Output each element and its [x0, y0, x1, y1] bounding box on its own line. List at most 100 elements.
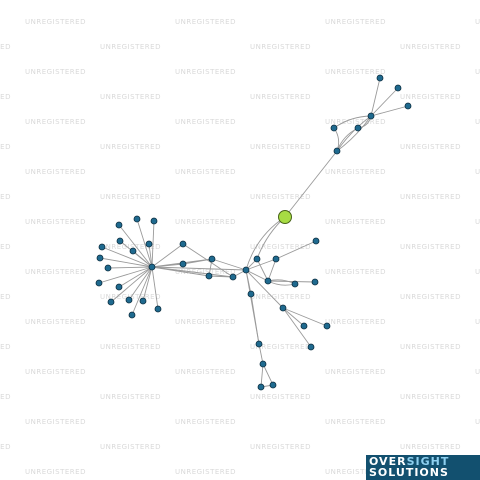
graph-edge: [370, 105, 409, 117]
watermark-text: UNREGISTERED: [0, 243, 11, 251]
graph-node[interactable]: [125, 296, 133, 304]
graph-node[interactable]: [98, 243, 106, 251]
graph-node[interactable]: [272, 255, 280, 263]
graph-node[interactable]: [247, 290, 255, 298]
watermark-text: UNREGISTERED: [100, 93, 161, 101]
watermark-text: UNREGISTERED: [475, 418, 480, 426]
graph-node[interactable]: [264, 277, 272, 285]
graph-node[interactable]: [291, 280, 299, 288]
watermark-text: UNREGISTERED: [400, 343, 461, 351]
watermark-text: UNREGISTERED: [25, 418, 86, 426]
graph-edge: [211, 258, 247, 271]
edges-group: [98, 77, 409, 388]
watermark-text: UNREGISTERED: [175, 68, 236, 76]
graph-node[interactable]: [115, 221, 123, 229]
watermark-text: UNREGISTERED: [0, 43, 11, 51]
graph-edge: [182, 243, 234, 278]
graph-edge: [245, 269, 269, 282]
graph-node[interactable]: [179, 240, 187, 248]
graph-node[interactable]: [376, 74, 384, 82]
graph-node[interactable]: [367, 112, 375, 120]
graph-edge: [136, 218, 153, 268]
graph-node[interactable]: [107, 298, 115, 306]
graph-edge: [336, 115, 372, 152]
watermark-text: UNREGISTERED: [250, 343, 311, 351]
graph-edge: [131, 266, 153, 316]
watermark-text: UNREGISTERED: [250, 193, 311, 201]
graph-edge: [151, 220, 155, 268]
focus-entity-node[interactable]: [278, 210, 292, 224]
graph-node[interactable]: [205, 272, 213, 280]
watermark-text: UNREGISTERED: [250, 393, 311, 401]
graph-node[interactable]: [154, 305, 162, 313]
watermark-text: UNREGISTERED: [175, 18, 236, 26]
graph-node[interactable]: [330, 124, 338, 132]
watermark-text: UNREGISTERED: [0, 93, 11, 101]
watermark-text: UNREGISTERED: [475, 318, 480, 326]
graph-edge: [118, 224, 153, 268]
graph-node[interactable]: [115, 283, 123, 291]
graph-edge: [245, 216, 286, 271]
watermark-text: UNREGISTERED: [100, 143, 161, 151]
watermark-text: UNREGISTERED: [25, 118, 86, 126]
logo-word-sight: SIGHT: [406, 455, 450, 468]
graph-node[interactable]: [242, 266, 250, 274]
graph-node[interactable]: [96, 254, 104, 262]
watermark-text: UNREGISTERED: [325, 468, 386, 476]
graph-node[interactable]: [229, 273, 237, 281]
graph-edge: [182, 258, 213, 265]
graph-edge: [370, 77, 381, 117]
graph-node[interactable]: [133, 215, 141, 223]
watermark-text: UNREGISTERED: [325, 268, 386, 276]
graph-node[interactable]: [333, 147, 341, 155]
graph-node[interactable]: [116, 237, 124, 245]
watermark-text: UNREGISTERED: [25, 268, 86, 276]
watermark-text: UNREGISTERED: [100, 393, 161, 401]
watermark-text: UNREGISTERED: [25, 18, 86, 26]
graph-edge: [336, 115, 372, 152]
graph-node[interactable]: [179, 260, 187, 268]
watermark-text: UNREGISTERED: [175, 468, 236, 476]
graph-edge: [151, 266, 247, 271]
graph-node[interactable]: [307, 343, 315, 351]
graph-node[interactable]: [394, 84, 402, 92]
watermark-text: UNREGISTERED: [250, 293, 311, 301]
watermark-text: UNREGISTERED: [175, 368, 236, 376]
graph-node[interactable]: [259, 360, 267, 368]
watermark-text: UNREGISTERED: [400, 93, 461, 101]
graph-node[interactable]: [257, 383, 265, 391]
graph-edge: [370, 87, 399, 117]
graph-node[interactable]: [354, 124, 362, 132]
graph-node[interactable]: [255, 340, 263, 348]
graph-node[interactable]: [311, 278, 319, 286]
graph-node[interactable]: [145, 240, 153, 248]
watermark-text: UNREGISTERED: [250, 43, 311, 51]
graph-node[interactable]: [128, 311, 136, 319]
watermark-text: UNREGISTERED: [175, 118, 236, 126]
graph-edge: [101, 246, 153, 268]
graph-node[interactable]: [208, 255, 216, 263]
graph-node[interactable]: [104, 264, 112, 272]
graph-node[interactable]: [404, 102, 412, 110]
graph-node[interactable]: [139, 297, 147, 305]
watermark-text: UNREGISTERED: [25, 368, 86, 376]
watermark-text: UNREGISTERED: [25, 168, 86, 176]
graph-node[interactable]: [312, 237, 320, 245]
graph-edge: [282, 307, 312, 348]
graph-node[interactable]: [323, 322, 331, 330]
graph-node[interactable]: [150, 217, 158, 225]
graph-node[interactable]: [95, 279, 103, 287]
watermark-text: UNREGISTERED: [250, 443, 311, 451]
graph-edge: [245, 269, 284, 309]
graph-node[interactable]: [300, 322, 308, 330]
graph-node[interactable]: [148, 263, 156, 271]
watermark-text: UNREGISTERED: [475, 168, 480, 176]
watermark-text: UNREGISTERED: [325, 18, 386, 26]
graph-node[interactable]: [129, 247, 137, 255]
watermark-text: UNREGISTERED: [325, 168, 386, 176]
graph-node[interactable]: [269, 381, 277, 389]
graph-node[interactable]: [279, 304, 287, 312]
graph-node[interactable]: [253, 255, 261, 263]
graph-edge: [333, 127, 340, 152]
